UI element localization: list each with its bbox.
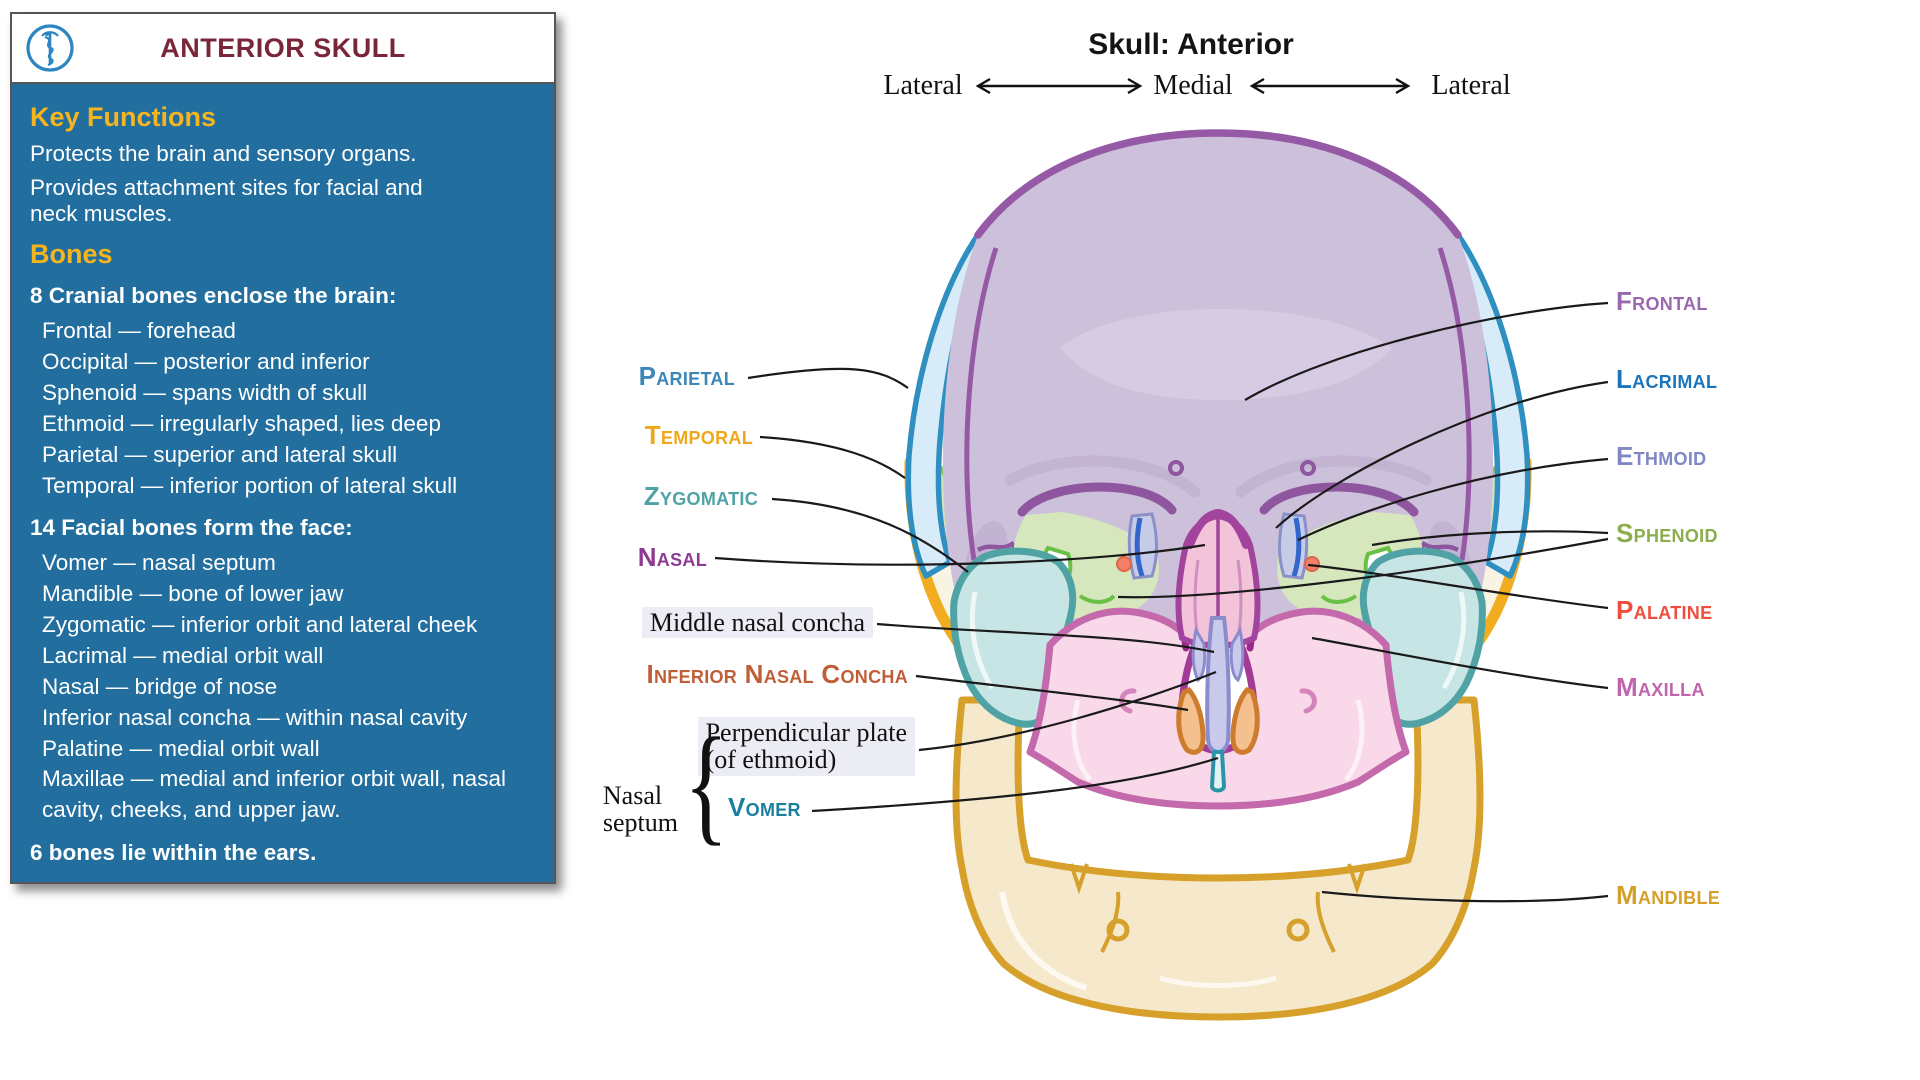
label-mandible: Mandible bbox=[1616, 880, 1721, 910]
label-nasal: Nasal bbox=[637, 542, 707, 572]
leader-ethmoid bbox=[1297, 457, 1609, 541]
rod-of-asclepius-icon bbox=[26, 24, 74, 72]
panel-title: ANTERIOR SKULL bbox=[160, 32, 406, 63]
list-item: Sphenoid — spans width of skull bbox=[42, 380, 368, 406]
leader-temporal bbox=[759, 435, 906, 479]
label-sphenoid: Sphenoid bbox=[1616, 518, 1718, 548]
facial-bones-subheading: 14 Facial bones form the face: bbox=[30, 514, 353, 540]
leader-middle-nasal-concha bbox=[876, 622, 1215, 654]
nasal-bone-region bbox=[1175, 508, 1261, 649]
list-item: Vomer — nasal septum bbox=[42, 549, 276, 575]
diagram-title: Skull: Anterior bbox=[1088, 28, 1294, 61]
list-item: Parietal — superior and lateral skull bbox=[42, 442, 398, 468]
label-line: Nasal bbox=[602, 781, 663, 810]
list-item: Occipital — posterior and inferior bbox=[42, 349, 370, 375]
vomer-bone bbox=[1209, 750, 1227, 793]
orientation-medial: Medial bbox=[1153, 70, 1233, 101]
label-line: (of ethmoid) bbox=[705, 745, 837, 775]
leader-frontal bbox=[1244, 301, 1609, 401]
list-item: Frontal — forehead bbox=[42, 318, 236, 344]
list-item: Palatine — medial orbit wall bbox=[42, 735, 320, 761]
label-inferior-nasal-concha: Inferior Nasal Concha bbox=[646, 659, 908, 689]
orientation-arrows bbox=[975, 77, 1411, 95]
list-item: Lacrimal — medial orbit wall bbox=[42, 642, 324, 668]
label-parietal: Parietal bbox=[638, 361, 735, 391]
leader-maxilla bbox=[1311, 636, 1609, 690]
list-item: Ethmoid — irregularly shaped, lies deep bbox=[42, 411, 441, 437]
orbit-right-superior-rim bbox=[1259, 482, 1419, 517]
label-perpendicular-plate: Perpendicular plate (of ethmoid) bbox=[697, 717, 915, 776]
leader-inferior-nasal-concha bbox=[915, 674, 1189, 712]
key-functions-heading: Key Functions bbox=[30, 102, 217, 132]
inferior-concha-left bbox=[1176, 687, 1206, 755]
label-line: septum bbox=[602, 808, 678, 838]
label-frontal: Frontal bbox=[1616, 286, 1708, 316]
leader-vomer bbox=[811, 756, 1219, 813]
label-maxilla: Maxilla bbox=[1616, 672, 1705, 702]
orientation-lateral-left: Lateral bbox=[883, 70, 963, 101]
orientation-lateral-right: Lateral bbox=[1431, 70, 1511, 101]
cranial-bones-subheading: 8 Cranial bones enclose the brain: bbox=[30, 283, 397, 309]
mandible-region bbox=[952, 696, 1484, 1021]
label-palatine: Palatine bbox=[1616, 595, 1713, 625]
inferior-concha-right bbox=[1230, 687, 1260, 755]
label-lacrimal: Lacrimal bbox=[1616, 364, 1718, 394]
orbit-left-superior-rim bbox=[1017, 482, 1177, 517]
label-nasal-septum: Nasal septum bbox=[603, 782, 678, 837]
leader-perpendicular-plate bbox=[918, 670, 1217, 752]
info-panel-body: Key Functions Protects the brain and sen… bbox=[12, 84, 554, 882]
label-vomer: Vomer bbox=[728, 792, 801, 822]
leader-mandible bbox=[1321, 890, 1609, 903]
label-zygomatic: Zygomatic bbox=[643, 481, 758, 511]
info-panel-header: ANTERIOR SKULL bbox=[12, 14, 554, 84]
leader-parietal bbox=[747, 367, 909, 389]
label-temporal: Temporal bbox=[644, 420, 753, 450]
bones-heading: Bones bbox=[30, 239, 113, 270]
zygomatic-highlight bbox=[969, 591, 995, 690]
list-item: Nasal — bridge of nose bbox=[42, 673, 278, 699]
leader-palatine bbox=[1307, 563, 1609, 610]
leader-lines bbox=[714, 301, 1609, 903]
list-item: Mandible — bone of lower jaw bbox=[42, 580, 344, 606]
key-function-item: Protects the brain and sensory organs. bbox=[30, 141, 417, 166]
list-item: Temporal — inferior portion of lateral s… bbox=[42, 472, 458, 498]
key-function-item: Provides attachment sites for facial and… bbox=[30, 175, 423, 227]
info-panel: ANTERIOR SKULL Key Functions Protects th… bbox=[10, 12, 556, 884]
leader-lacrimal bbox=[1275, 380, 1609, 529]
ear-bones-note: 6 bones lie within the ears. bbox=[30, 840, 317, 866]
leader-sphenoid-b bbox=[1117, 537, 1609, 599]
list-item: Maxillae — medial and inferior orbit wal… bbox=[42, 766, 506, 823]
nasal-septum-brace: { bbox=[684, 710, 729, 857]
zygomatic-highlight bbox=[1441, 591, 1467, 690]
list-item: Zygomatic — inferior orbit and lateral c… bbox=[42, 611, 478, 637]
nasal-septum-region bbox=[1176, 616, 1260, 793]
leader-sphenoid-a bbox=[1371, 530, 1609, 547]
leader-nasal bbox=[714, 543, 1206, 566]
label-middle-nasal-concha: Middle nasal concha bbox=[641, 607, 873, 639]
label-line: Perpendicular plate bbox=[705, 718, 907, 747]
list-item: Inferior nasal concha — within nasal cav… bbox=[42, 704, 468, 730]
leader-zygomatic bbox=[771, 497, 969, 573]
label-ethmoid: Ethmoid bbox=[1616, 441, 1707, 471]
